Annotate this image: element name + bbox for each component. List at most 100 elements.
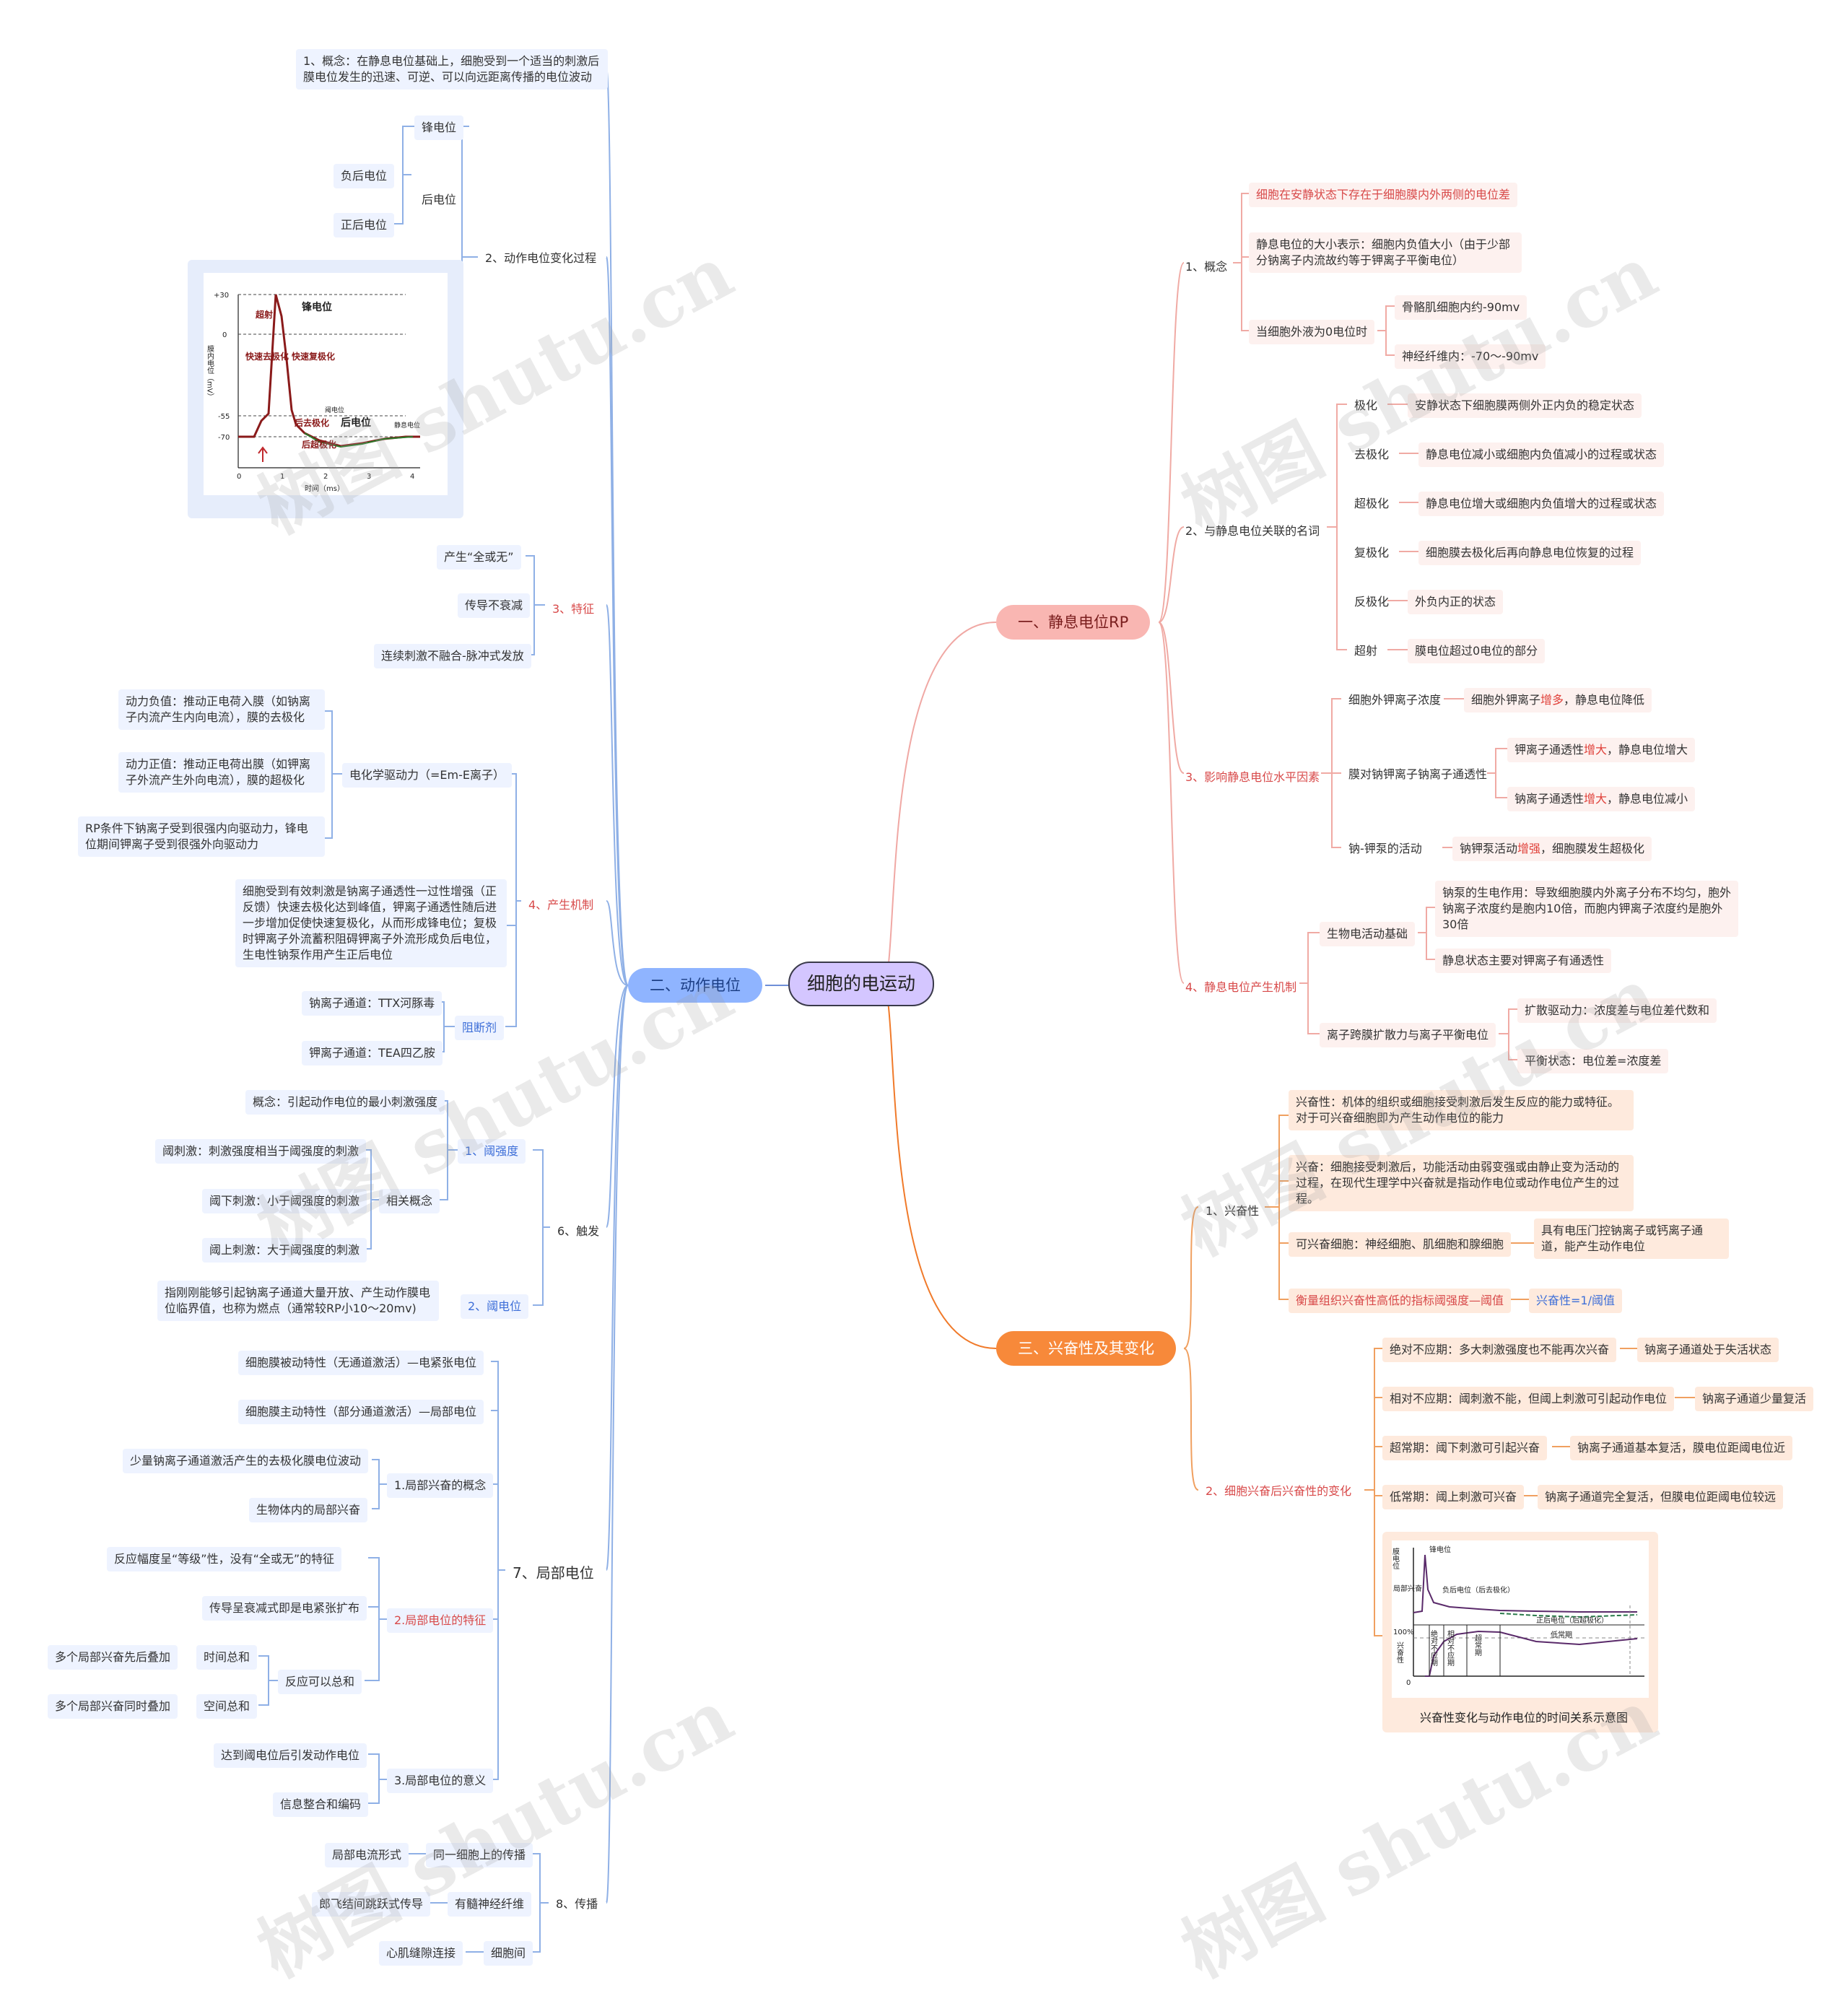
term-repolarization: 复极化 (1354, 546, 1390, 559)
local-features: 2.局部电位的特征 (387, 1608, 494, 1633)
ex-supernormal: 超常期：阈下刺激可引起兴奋 (1382, 1436, 1548, 1460)
term-repolarization-def: 细胞膜去极化后再向静息电位恢复的过程 (1418, 541, 1642, 565)
ap-drive-pos: 动力正值：推动正电荷出膜（如钾离子外流产生外向电流），膜的超极化 (118, 752, 325, 793)
local-meaning: 3.局部电位的意义 (387, 1769, 494, 1793)
ap-trigger[interactable]: 6、触发 (557, 1224, 600, 1238)
term-hyperpolarization: 超极化 (1354, 497, 1390, 510)
term-overshoot-def: 膜电位超过0电位的部分 (1408, 639, 1546, 663)
ap-related-concepts: 相关概念 (379, 1189, 440, 1213)
ap-threshold-potential: 2、阈电位 (461, 1294, 529, 1319)
ex-def-3a: 具有电压门控钠离子或钙离子通道，能产生动作电位 (1534, 1219, 1729, 1259)
ap-ytick-0: 0 (222, 331, 227, 339)
ap-spike: 锋电位 (414, 115, 464, 140)
ap-mechanism[interactable]: 4、产生机制 (528, 898, 594, 912)
fig-sup-label: 超常期 (1473, 1634, 1482, 1657)
ap-drive-neg: 动力负值：推动正电荷入膜（如钠离子内流产生内向电流），膜的去极化 (118, 689, 325, 730)
fig-rel-label: 相对不应期 (1446, 1629, 1455, 1667)
spread-myelinated: 有髓神经纤维 (448, 1892, 532, 1917)
ap-fast-depol: 快速去极化 (245, 351, 289, 362)
factor-pump: 钠-钾泵的活动 (1348, 842, 1422, 855)
ap-chart-frame: +30 0 -55 -70 0 1 2 3 4 时间（ms） 膜内电位（mV） … (188, 260, 463, 518)
ap-threshold-concept: 概念：引起动作电位的最小刺激强度 (245, 1090, 445, 1115)
ap-na-blocker: 钠离子通道：TTX河豚毒 (302, 991, 443, 1016)
rp-concept[interactable]: 1、概念 (1185, 260, 1228, 274)
term-hyperpolarization-def: 静息电位增大或细胞内负值增大的过程或状态 (1418, 492, 1665, 516)
ap-after-depol: 后去极化 (295, 417, 329, 428)
ex-def-4: 衡量组织兴奋性高低的指标阈强度—阈值 (1289, 1289, 1512, 1313)
branch-resting-potential[interactable]: 一、静息电位RP (996, 605, 1151, 640)
ap-local[interactable]: 7、局部电位 (513, 1564, 594, 1582)
ap-threshold-intensity: 1、阈强度 (458, 1139, 526, 1164)
spread-local-current: 局部电流形式 (325, 1843, 409, 1867)
local-concept: 1.局部兴奋的概念 (387, 1473, 494, 1498)
spread-intercellular: 细胞间 (484, 1941, 533, 1966)
ap-overshoot: 超射 (255, 309, 273, 320)
rp-concept-size: 静息电位的大小表示：细胞内负值大小（由于少部分钠离子内流故约等于钾离子平衡电位） (1249, 232, 1522, 273)
ap-k-blocker: 钾离子通道：TEA四乙胺 (302, 1041, 443, 1065)
mech-ion-equil: 平衡状态：电位差=浓度差 (1517, 1049, 1669, 1073)
ap-drive: 电化学驱动力（=Em-E离子） (342, 763, 512, 788)
ex-excitability[interactable]: 1、兴奋性 (1206, 1204, 1260, 1218)
ap-features[interactable]: 3、特征 (552, 602, 595, 616)
local-meaning-2: 信息整合和编码 (273, 1792, 369, 1817)
fig-spike-label: 锋电位 (1429, 1545, 1451, 1554)
mech-base: 生物电活动基础 (1320, 922, 1416, 946)
ap-rest-label: 静息电位 (394, 421, 420, 430)
rp-terms[interactable]: 2、与静息电位关联的名词 (1185, 524, 1320, 538)
root-node[interactable]: 细胞的电运动 (788, 962, 935, 1006)
ap-threshold-label: 阈电位 (325, 406, 344, 414)
rp-concept-zero: 当细胞外液为0电位时 (1249, 320, 1375, 344)
rp-mechanism[interactable]: 4、静息电位产生机制 (1185, 980, 1297, 994)
branch-action-potential[interactable]: 二、动作电位 (628, 968, 762, 1003)
ex-abs-refractory: 绝对不应期：多大刺激强度也不能再次兴奋 (1382, 1338, 1617, 1362)
ap-change[interactable]: 2、动作电位变化过程 (485, 251, 597, 265)
ap-concept: 1、概念：在静息电位基础上，细胞受到一个适当的刺激后膜电位发生的迅速、可逆、可以… (296, 49, 608, 90)
branch-excitability[interactable]: 三、兴奋性及其变化 (996, 1331, 1176, 1366)
local-feature-graded: 反应幅度呈“等级”性，没有“全或无”的特征 (107, 1547, 342, 1571)
ex-def-4a: 兴奋性=1/阈值 (1529, 1289, 1622, 1313)
ap-blocker: 阻断剂 (455, 1016, 505, 1040)
ap-neg-after: 负后电位 (334, 164, 395, 188)
term-reverse-polarization-def: 外负内正的状态 (1408, 590, 1504, 614)
local-concept-1: 少量钠离子通道激活产生的去极化膜电位波动 (123, 1449, 369, 1473)
fig-abs-label: 绝对不应期 (1429, 1629, 1438, 1667)
fig-neg-label: 负后电位（后去极化） (1442, 1585, 1514, 1595)
term-overshoot: 超射 (1354, 644, 1378, 658)
ex-change[interactable]: 2、细胞兴奋后兴奋性的变化 (1206, 1484, 1352, 1498)
factor-permeability: 膜对钠钾离子钠离子通透性 (1348, 767, 1488, 781)
fig-ylabel-bottom: 兴奋性 (1395, 1642, 1404, 1664)
ap-feature-pulse: 连续刺激不融合-脉冲式发放 (374, 644, 531, 668)
ex-abs-refractory-mech: 钠离子通道处于失活状态 (1637, 1338, 1779, 1362)
mech-base-k: 静息状态主要对钾离子有通透性 (1435, 949, 1612, 973)
ap-spread[interactable]: 8、传播 (556, 1897, 598, 1911)
factor-k-out: 细胞外钾离子浓度 (1348, 693, 1442, 707)
ex-def-2: 兴奋：细胞接受刺激后，功能活动由弱变强或由静止变为活动的过程，在现代生理学中兴奋… (1289, 1155, 1634, 1211)
term-polarization-def: 安静状态下细胞膜两侧外正内负的稳定状态 (1408, 393, 1642, 418)
spread-same-cell: 同一细胞上的传播 (426, 1843, 533, 1867)
local-temporal-def: 多个局部兴奋先后叠加 (48, 1645, 178, 1670)
factor-perm-k: 钾离子通透性增大，静息电位增大 (1507, 738, 1696, 762)
ap-feature-all-or-none: 产生“全或无” (437, 545, 521, 570)
excitability-figure-caption: 兴奋性变化与动作电位的时间关系示意图 (1420, 1711, 1629, 1725)
term-polarization: 极化 (1354, 398, 1378, 412)
factor-pump-effect: 钠钾泵活动增强，细胞膜发生超极化 (1452, 837, 1652, 861)
ap-fast-repol: 快速复极化 (292, 351, 335, 362)
mech-ion-drive: 扩散驱动力：浓度差与电位差代数和 (1517, 998, 1717, 1023)
ap-after-pot: 后电位 (341, 417, 371, 429)
ex-subnormal: 低常期：阈上刺激可兴奋 (1382, 1485, 1525, 1509)
local-feature-decay: 传导呈衰减式即是电紧张扩布 (202, 1596, 367, 1621)
ex-rel-refractory-mech: 钠离子通道少量复活 (1695, 1387, 1814, 1411)
ap-after: 后电位 (422, 193, 457, 206)
ex-rel-refractory: 相对不应期：阈刺激不能，但阈上刺激可引起动作电位 (1382, 1387, 1675, 1411)
fig-zero: 0 (1406, 1679, 1411, 1687)
term-depolarization-def: 静息电位减小或细胞内负值减小的过程或状态 (1418, 443, 1665, 467)
factor-perm-na: 钠离子通透性增大，静息电位减小 (1507, 787, 1696, 811)
rp-factors[interactable]: 3、影响静息电位水平因素 (1185, 770, 1320, 784)
ap-pos-after: 正后电位 (334, 213, 395, 237)
fig-low-label: 低常期 (1551, 1630, 1572, 1639)
local-active: 细胞膜主动特性（部分通道激活）—局部电位 (238, 1400, 484, 1424)
ap-ytick-30: +30 (214, 292, 229, 300)
rp-muscle: 骨骼肌细胞内约-90mv (1395, 295, 1527, 320)
ap-xtick-3: 3 (367, 473, 371, 481)
fig-local-label: 局部兴奋 (1393, 1584, 1422, 1593)
